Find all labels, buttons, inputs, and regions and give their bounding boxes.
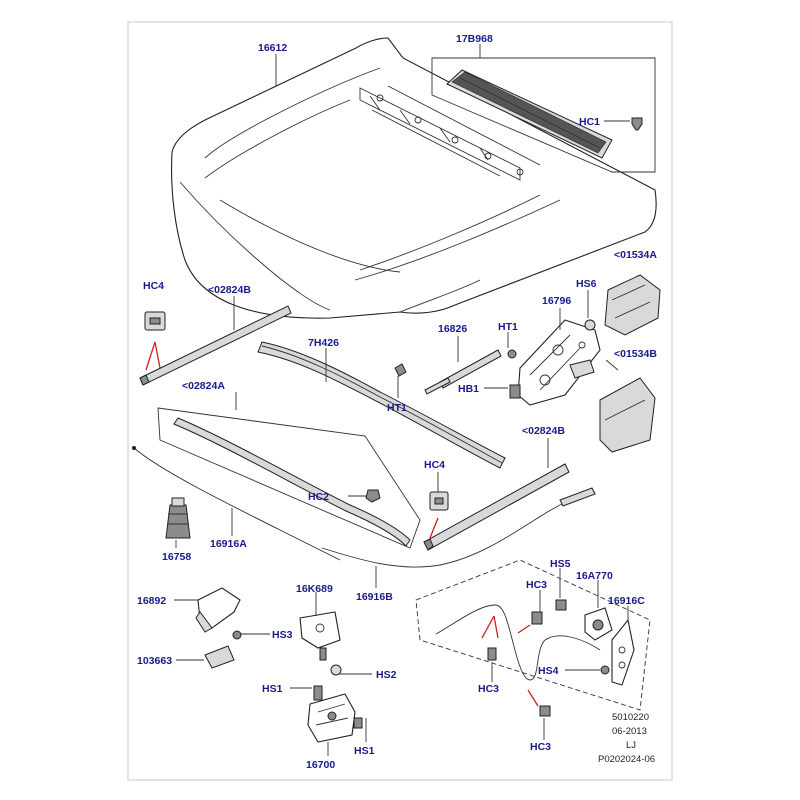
diagram-border [127, 21, 673, 781]
cowl-vent-group [431, 57, 656, 173]
latch-16k689 [299, 611, 342, 676]
cable-16916a [132, 446, 341, 561]
bracket-103663 [204, 645, 235, 669]
label-seal-left-lower: <02824A [182, 380, 225, 392]
document-stamp: 5010220 06-2013 LJ P0202024-06 [598, 712, 655, 765]
label-hood: 16612 [258, 42, 287, 54]
label-hs4: HS4 [538, 665, 559, 677]
clip-hc2 [348, 489, 381, 503]
label-bump-stop: 16758 [162, 551, 191, 563]
callout-labels: 16612 17B968 HC1 HC4 <02824B 7H426 16826… [137, 33, 657, 771]
seal-left-lower-frame [157, 407, 421, 549]
stamp-line-2: 06-2013 [612, 726, 647, 737]
hinge [509, 319, 601, 406]
latch-16700 [307, 685, 363, 743]
label-hs3: HS3 [272, 629, 293, 641]
label-seal-front: 7H426 [308, 337, 339, 349]
hood-panel [171, 37, 657, 319]
label-hs5: HS5 [550, 558, 571, 570]
clip-hc4-right [429, 491, 449, 539]
label-hs6: HS6 [576, 278, 597, 290]
label-hs1-left: HS1 [262, 683, 283, 695]
label-gas-strut: 16826 [438, 323, 467, 335]
label-hinge: 16796 [542, 295, 571, 307]
label-hb1: HB1 [458, 383, 479, 395]
label-ht1-top: HT1 [498, 321, 518, 333]
label-hc3-bottom: HC3 [530, 741, 551, 753]
label-seal-left-upper: <02824B [208, 284, 251, 296]
label-cable-b: 16916B [356, 591, 393, 603]
label-release-16a770: 16A770 [576, 570, 613, 582]
label-hc1: HC1 [579, 116, 600, 128]
label-hinge-cover-lower: <01534B [614, 348, 657, 360]
label-cowl-vent: 17B968 [456, 33, 493, 45]
clip-hc1 [604, 117, 643, 131]
label-ht1-bottom: HT1 [387, 402, 407, 414]
seal-right [423, 463, 570, 551]
hinge-cover-lower [599, 377, 656, 453]
label-hc3-top: HC3 [526, 579, 547, 591]
bracket-16892 [195, 587, 242, 640]
seal-front [257, 341, 506, 469]
label-hc3-left: HC3 [478, 683, 499, 695]
label-bracket-103663: 103663 [137, 655, 172, 667]
leader-lines [174, 44, 629, 756]
release-cable [435, 604, 610, 717]
label-latch-16k689: 16K689 [296, 583, 333, 595]
stamp-line-4: P0202024-06 [598, 754, 655, 765]
label-hc4-left: HC4 [143, 280, 164, 292]
label-latch-16700: 16700 [306, 759, 335, 771]
release-handle-16a770 [555, 599, 613, 641]
label-cable-a: 16916A [210, 538, 247, 550]
cable-16916b [321, 487, 596, 568]
stamp-line-1: 5010220 [612, 712, 649, 723]
bump-stop [165, 497, 191, 539]
label-cable-c: 16916C [608, 595, 645, 607]
hinge-cover-upper [604, 274, 661, 336]
cable-16916c [611, 618, 635, 686]
label-hs2: HS2 [376, 669, 397, 681]
seal-left-upper [139, 305, 292, 386]
label-hc4-right: HC4 [424, 459, 445, 471]
label-hs1-bottom: HS1 [354, 745, 375, 757]
label-hinge-cover-upper: <01534A [614, 249, 657, 261]
label-bracket-16892: 16892 [137, 595, 166, 607]
label-hc2: HC2 [308, 491, 329, 503]
gas-strut [394, 349, 517, 395]
clip-hc4-left [144, 311, 166, 371]
seal-left-lower [173, 417, 411, 547]
label-seal-right: <02824B [522, 425, 565, 437]
stamp-line-3: LJ [626, 740, 636, 751]
